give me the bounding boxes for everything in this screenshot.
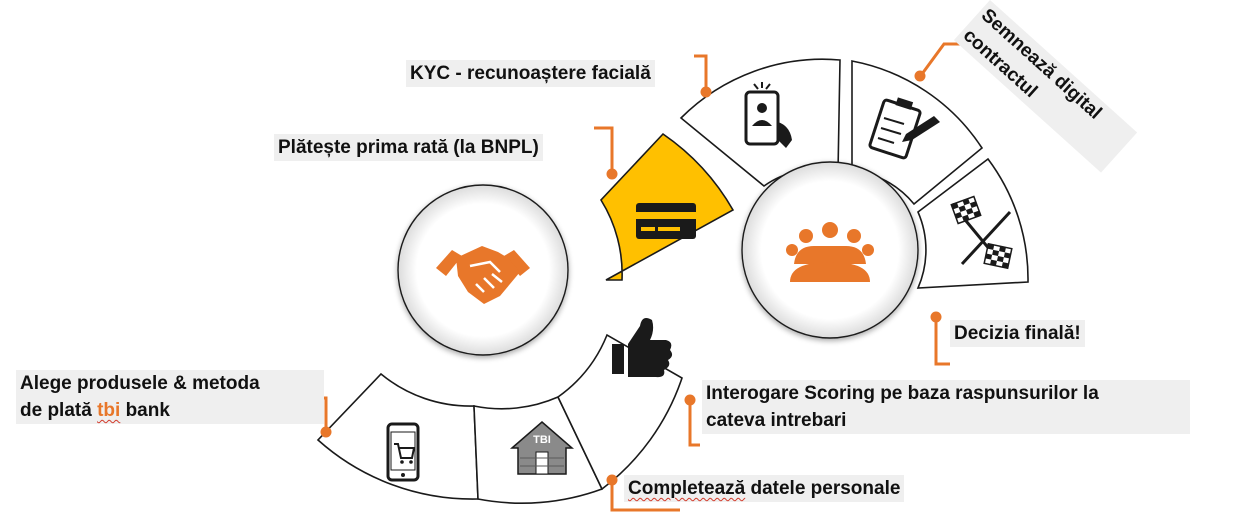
- label-completeaza-pre: Completează: [628, 478, 746, 499]
- connector-completeaza: [610, 482, 680, 512]
- label-completeaza-post: datele personale: [745, 478, 901, 499]
- connector-plateste: [594, 126, 614, 172]
- connector-interogare: [688, 402, 700, 447]
- connector-semneaza: [920, 42, 964, 75]
- clipboard-pen-icon: [868, 97, 940, 160]
- connector-decizia: [934, 318, 950, 366]
- label-interogare: Interogare Scoring pe baza raspunsurilor…: [702, 380, 1190, 434]
- label-interogare-line1: Interogare Scoring pe baza raspunsurilor…: [706, 383, 1099, 404]
- connectors: [300, 42, 964, 512]
- label-kyc: KYC - recunoaștere facială: [406, 60, 655, 87]
- connector-dots: [320, 70, 942, 486]
- label-plateste-text: Plătește prima rată (la BNPL): [278, 137, 539, 158]
- label-alege: Alege produsele & metoda de plată tbi ba…: [16, 370, 324, 424]
- label-alege-line2-pre: de plată: [20, 400, 98, 421]
- label-kyc-text: KYC - recunoaștere facială: [410, 63, 651, 84]
- label-alege-line1: Alege produsele & metoda: [20, 373, 260, 394]
- mobile-cart-icon: [386, 422, 420, 482]
- label-interogare-line2: cateva intrebari: [706, 410, 847, 431]
- checkered-flags-icon: [950, 195, 1013, 270]
- phone-selfie-icon: [744, 82, 792, 148]
- thumbs-up-icon: [612, 318, 673, 378]
- brand-tbi: tbi: [97, 400, 121, 421]
- label-decizia: Decizia finală!: [950, 320, 1085, 347]
- credit-card-icon: [636, 203, 696, 239]
- label-alege-line2-post: bank: [120, 400, 170, 421]
- tbi-house-icon: TBI: [509, 421, 575, 475]
- connector-kyc: [694, 54, 708, 90]
- label-plateste: Plătește prima rată (la BNPL): [274, 134, 543, 161]
- team-meeting-icon: [786, 222, 874, 282]
- label-completeaza: Completează datele personale: [624, 475, 905, 502]
- label-decizia-text: Decizia finală!: [954, 323, 1081, 344]
- handshake-icon: [436, 246, 530, 304]
- house-badge-text: TBI: [533, 434, 551, 446]
